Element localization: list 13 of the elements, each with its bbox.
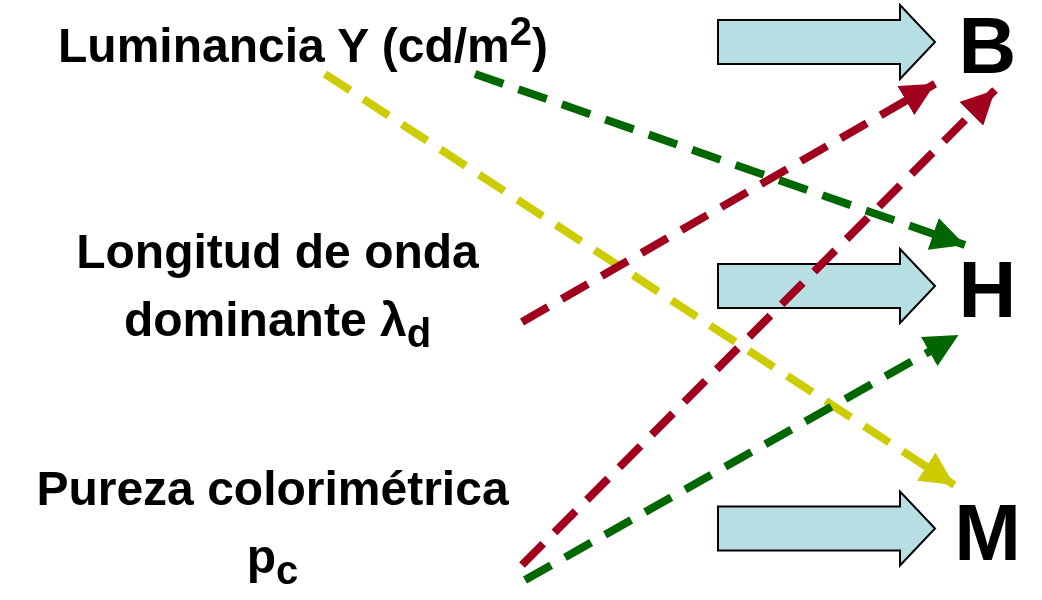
dashed-arrow [520, 80, 937, 326]
attribute-letter: H [958, 245, 1017, 335]
attribute-letter: M [954, 487, 1021, 579]
axis-label: Longitud de onda dominante λ$_{d}$ [75, 223, 480, 357]
axis-label: Luminancia Y (cd/m$^{2}$) [58, 7, 548, 74]
dashed-arrow [473, 70, 967, 250]
axis-label: Pureza colorimétrica p$_{c}$ [35, 460, 510, 594]
block-arrow [717, 2, 937, 82]
attribute-letter: B [958, 2, 1017, 90]
block-arrow [717, 246, 937, 326]
block-arrow [717, 489, 937, 568]
dashed-arrow [322, 70, 957, 489]
dashed-arrow [519, 87, 998, 568]
